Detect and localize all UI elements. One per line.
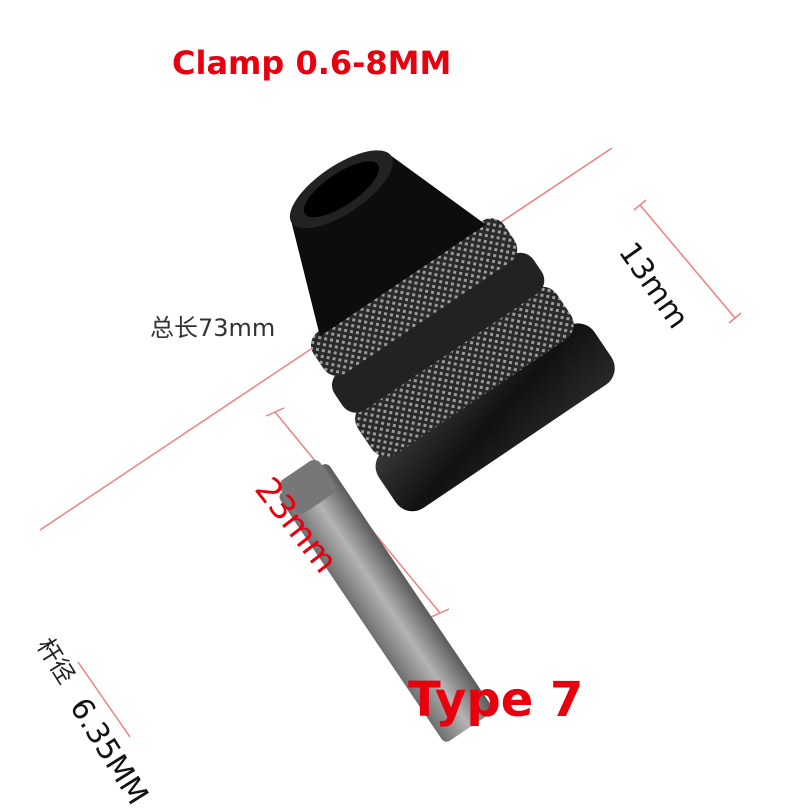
shank-diameter-line (77, 661, 131, 738)
head-diameter-line (639, 204, 736, 319)
total-length-label: 总长73mm (150, 314, 276, 342)
chuck-body (289, 150, 615, 512)
clamp-range-title: Clamp 0.6-8MM (172, 44, 452, 82)
hex-shank (279, 459, 493, 742)
type-label: Type 7 (408, 672, 584, 728)
